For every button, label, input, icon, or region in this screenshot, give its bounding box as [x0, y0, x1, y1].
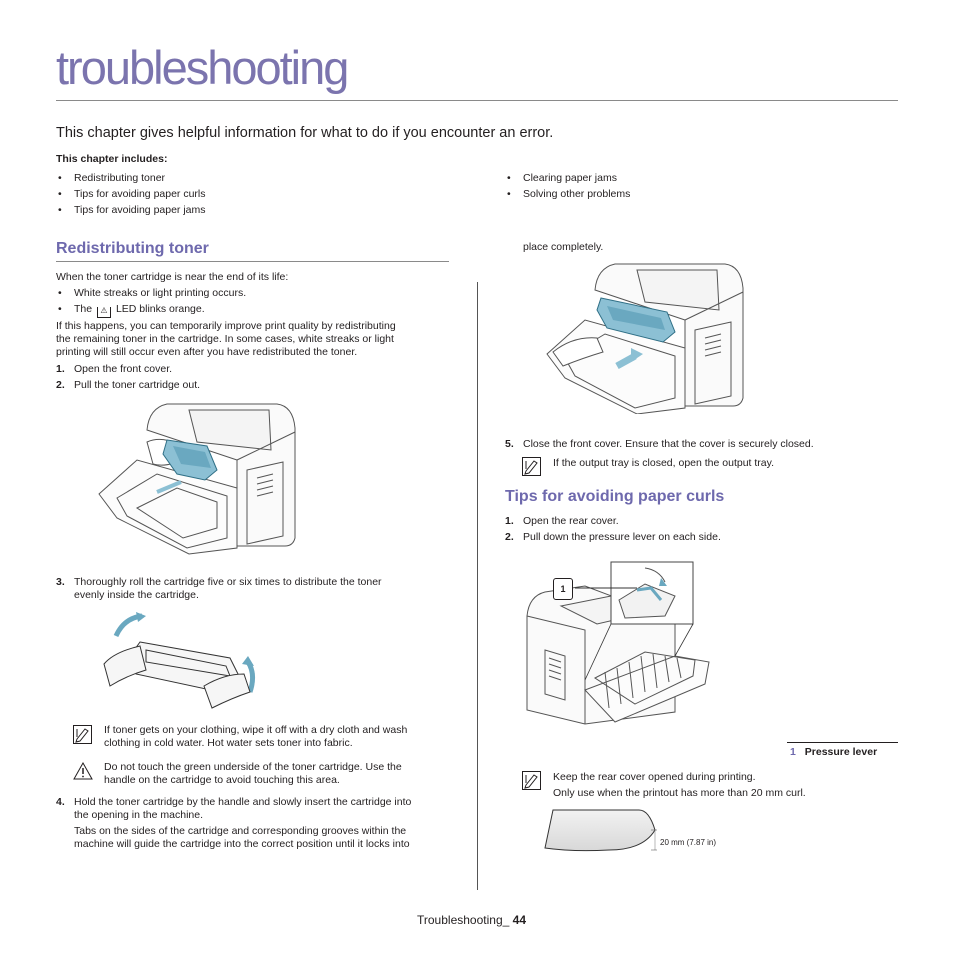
paragraph-line: the remaining toner in the cartridge. In… [56, 333, 394, 345]
section-rule [56, 261, 449, 262]
step-item: 1. Open the front cover. [56, 361, 200, 377]
pressure-lever-illustration [525, 560, 715, 728]
step-line: Tabs on the sides of the cartridge and c… [74, 825, 407, 837]
step-5-text: Close the front cover. Ensure that the c… [523, 438, 814, 450]
page-title: troubleshooting [56, 41, 349, 94]
led-icon: ⚠ [97, 307, 112, 318]
toc-item[interactable]: Tips for avoiding paper jams [56, 202, 206, 218]
continued-text: place completely. [523, 241, 604, 253]
includes-label: This chapter includes: [56, 153, 168, 165]
column-divider [477, 282, 478, 890]
title-rule [56, 100, 898, 101]
step-number: 5. [505, 438, 514, 450]
intro-text: This chapter gives helpful information f… [56, 125, 554, 141]
caution-icon [73, 762, 93, 780]
redistribute-paragraph: If this happens, you can temporarily imp… [56, 320, 396, 359]
caution-line: Do not touch the green underside of the … [104, 761, 402, 773]
step-text: Pull the toner cartridge out. [74, 379, 201, 391]
page-footer: Troubleshooting_ 44 [417, 913, 526, 927]
step-number: 2. [505, 531, 514, 543]
paragraph-line: printing will still occur even after you… [56, 346, 358, 358]
toc-item[interactable]: Clearing paper jams [505, 170, 630, 186]
step-text: Open the rear cover. [523, 515, 619, 527]
step-item: 2. Pull the toner cartridge out. [56, 377, 200, 393]
step-line: evenly inside the cartridge. [74, 589, 199, 601]
legend-number: 1 [790, 746, 796, 758]
curl-steps: 1. Open the rear cover. 2. Pull down the p… [505, 513, 721, 545]
note-line: clothing in cold water. Hot water sets t… [104, 737, 353, 749]
section-heading-paper-curls: Tips for avoiding paper curls [505, 488, 725, 505]
toc-item[interactable]: Tips for avoiding paper curls [56, 186, 206, 202]
note-line: Keep the rear cover opened during printi… [553, 771, 756, 783]
step-item: 2. Pull down the pressure lever on each s… [505, 529, 721, 545]
caution-text: Do not touch the green underside of the … [104, 761, 402, 787]
note-line: If toner gets on your clothing, wipe it … [104, 724, 408, 736]
symptom-item: The ⚠ LED blinks orange. [56, 301, 246, 318]
legend-rule [787, 742, 898, 743]
printer-insert-cartridge-illustration [543, 262, 745, 414]
legend-label: Pressure lever [804, 746, 878, 758]
page-number: 44 [512, 913, 526, 927]
note-clothing: If toner gets on your clothing, wipe it … [104, 724, 407, 750]
symptom-list: White streaks or light printing occurs. … [56, 285, 246, 318]
step-line: the opening in the machine. [74, 809, 204, 821]
memo-icon [522, 771, 541, 790]
symptom-text: The [74, 303, 93, 315]
paragraph-line: If this happens, you can temporarily imp… [56, 320, 396, 332]
note-line: Only use when the printout has more than… [553, 787, 806, 799]
step-item: 1. Open the rear cover. [505, 513, 721, 529]
toc-left-list: Redistributing toner Tips for avoiding p… [56, 170, 206, 218]
step-text: Pull down the pressure lever on each sid… [523, 531, 721, 543]
symptom-item: White streaks or light printing occurs. [56, 285, 246, 301]
legend: 1 Pressure lever [790, 746, 877, 758]
toc-right-list: Clearing paper jams Solving other proble… [505, 170, 630, 202]
step-4-text: Hold the toner cartridge by the handle a… [74, 796, 411, 822]
caution-line: handle on the cartridge to avoid touchin… [104, 774, 340, 786]
step-number: 2. [56, 379, 65, 391]
step-line: Thoroughly roll the cartridge five or si… [74, 576, 382, 588]
section-heading-redistributing-toner: Redistributing toner [56, 240, 209, 257]
paper-curl-illustration [543, 806, 657, 854]
note-rear-cover: Keep the rear cover opened during printi… [553, 769, 806, 801]
memo-icon [522, 457, 541, 476]
memo-icon [73, 725, 92, 744]
steps-1-2: 1. Open the front cover. 2. Pull the toner… [56, 361, 200, 393]
step-number: 3. [56, 576, 65, 588]
step-3-text: Thoroughly roll the cartridge five or si… [74, 576, 382, 602]
step-line: Hold the toner cartridge by the handle a… [74, 796, 412, 808]
callout-number: 1 [553, 578, 573, 600]
printer-open-cartridge-out-illustration [97, 398, 299, 556]
step-number: 1. [56, 363, 65, 375]
section-lead: When the toner cartridge is near the end… [56, 271, 289, 283]
step-line: machine will guide the cartridge into th… [74, 838, 410, 850]
toc-item[interactable]: Solving other problems [505, 186, 630, 202]
roll-cartridge-illustration [100, 612, 264, 718]
step-4-detail: Tabs on the sides of the cartridge and c… [74, 825, 410, 851]
curl-measurement-label: 20 mm (7.87 in) [660, 838, 717, 847]
step-number: 4. [56, 796, 65, 808]
footer-label: Troubleshooting_ [417, 913, 510, 927]
note-output-tray: If the output tray is closed, open the o… [553, 457, 775, 469]
toc-item[interactable]: Redistributing toner [56, 170, 206, 186]
step-number: 1. [505, 515, 514, 527]
symptom-text: LED blinks orange. [115, 303, 205, 315]
step-text: Open the front cover. [74, 363, 173, 375]
